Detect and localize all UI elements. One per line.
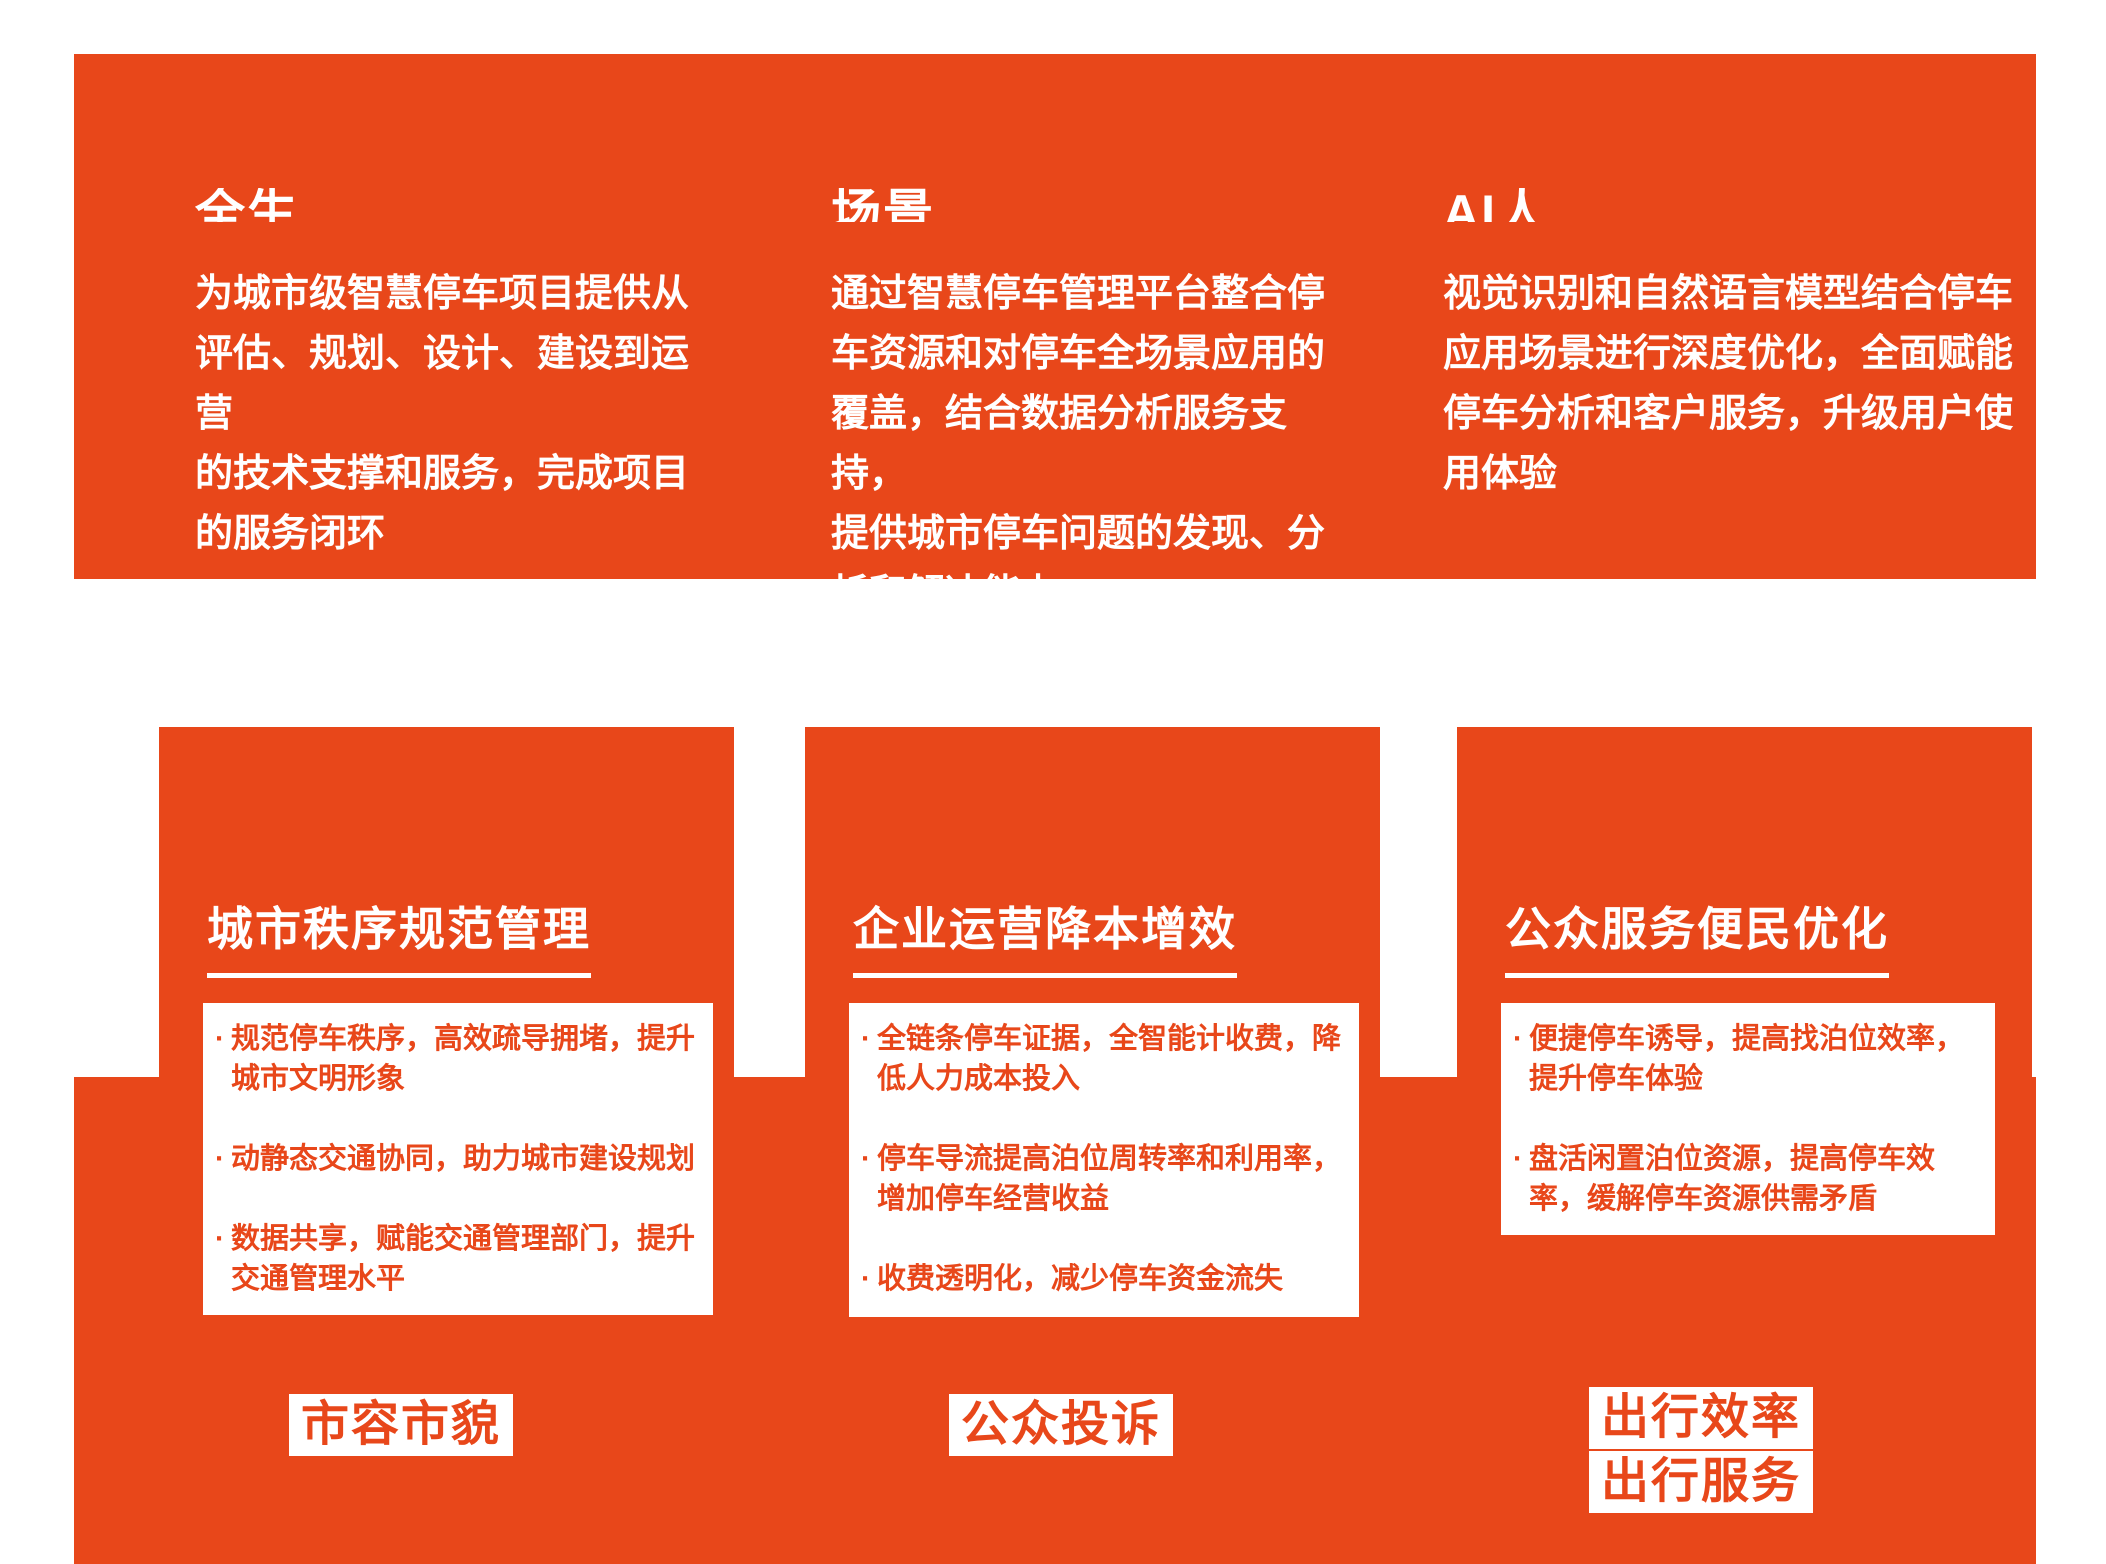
top-banner: 全生 为城市级智慧停车项目提供从 评估、规划、设计、建设到运营 的技术支撑和服务… [74,54,2036,615]
footer-label: 公众投诉 [949,1394,1174,1456]
card-title-text: 企业运营降本增效 [853,893,1237,978]
footer-label: 出行效率 [1589,1387,1814,1449]
bullet-item: 规范停车秩序，高效疏导拥堵，提升城市文明形象 [215,1019,699,1099]
benefit-card-enterprise: 企业运营降本增效 全链条停车证据，全智能计收费，降低人力成本投入 停车导流提高泊… [805,727,1380,1564]
heading-text: 场景 [831,188,935,222]
top-column-lifecycle: 全生 为城市级智慧停车项目提供从 评估、规划、设计、建设到运营 的技术支撑和服务… [195,188,715,564]
card-title: 城市秩序规范管理 [207,893,591,978]
benefit-card-public-service: 公众服务便民优化 便捷停车诱导，提高找泊位效率，提升停车体验 盘活闲置泊位资源，… [1457,727,2032,1564]
benefit-card-city-order: 城市秩序规范管理 规范停车秩序，高效疏导拥堵，提升城市文明形象 动静态交通协同，… [159,727,734,1564]
top-column-heading-clipped: 全生 [195,188,715,222]
card-footer: 公众投诉 [949,1394,1174,1458]
top-column-body: 为城市级智慧停车项目提供从 评估、规划、设计、建设到运营 的技术支撑和服务，完成… [195,273,690,555]
bullet-item: 全链条停车证据，全智能计收费，降低人力成本投入 [861,1019,1345,1099]
card-bullet-box: 规范停车秩序，高效疏导拥堵，提升城市文明形象 动静态交通协同，助力城市建设规划 … [203,1003,713,1315]
top-column-ai: AI人 视觉识别和自然语言模型结合停车 应用场景进行深度优化，全面赋能 停车分析… [1443,188,2053,504]
heading-text: 全生 [195,188,299,222]
card-title-text: 公众服务便民优化 [1505,893,1889,978]
top-column-body: 通过智慧停车管理平台整合停 车资源和对停车全场景应用的 覆盖，结合数据分析服务支… [831,273,1326,615]
card-title-text: 城市秩序规范管理 [207,893,591,978]
bullet-item: 停车导流提高泊位周转率和利用率，增加停车经营收益 [861,1139,1345,1219]
top-column-heading-clipped: 场景 [831,188,1361,222]
card-bullet-box: 便捷停车诱导，提高找泊位效率，提升停车体验 盘活闲置泊位资源，提高停车效率，缓解… [1501,1003,1995,1235]
bullet-item: 盘活闲置泊位资源，提高停车效率，缓解停车资源供需矛盾 [1513,1139,1981,1219]
heading-text: AI人 [1443,188,1549,222]
bullet-item: 便捷停车诱导，提高找泊位效率，提升停车体验 [1513,1019,1981,1099]
top-column-heading-clipped: AI人 [1443,188,2053,222]
footer-label: 市容市貌 [289,1394,514,1456]
top-column-scenario: 场景 通过智慧停车管理平台整合停 车资源和对停车全场景应用的 覆盖，结合数据分析… [831,188,1361,624]
bullet-item: 动静态交通协同，助力城市建设规划 [215,1139,699,1179]
card-footer: 市容市貌 [289,1394,514,1458]
card-footer: 出行效率 出行服务 [1589,1387,1814,1515]
card-title: 公众服务便民优化 [1505,893,1889,978]
bullet-item: 收费透明化，减少停车资金流失 [861,1259,1345,1299]
card-bullet-box: 全链条停车证据，全智能计收费，降低人力成本投入 停车导流提高泊位周转率和利用率，… [849,1003,1359,1317]
bullet-item: 数据共享，赋能交通管理部门，提升交通管理水平 [215,1219,699,1299]
card-title: 企业运营降本增效 [853,893,1237,978]
top-column-body: 视觉识别和自然语言模型结合停车 应用场景进行深度优化，全面赋能 停车分析和客户服… [1443,273,2014,495]
footer-label: 出行服务 [1589,1450,1814,1513]
